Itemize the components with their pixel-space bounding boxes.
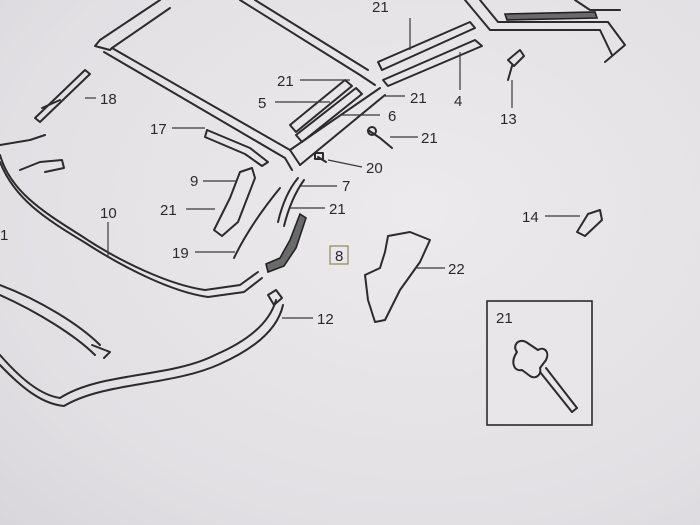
callout-18: 18 [100, 91, 117, 108]
top-right-trims [377, 0, 626, 87]
roof-frame [94, 0, 386, 171]
callout-8-box [329, 245, 349, 265]
inset-detail-21: 21 [486, 300, 593, 426]
callout-7: 7 [342, 178, 350, 195]
callout-14: 14 [522, 209, 539, 226]
callout-21-b: 21 [410, 90, 427, 107]
part-14 [576, 209, 603, 237]
callout-8: 8 [335, 248, 343, 265]
callout-17: 17 [150, 121, 167, 138]
callout-9: 9 [190, 173, 198, 190]
callout-21-top: 21 [372, 0, 389, 16]
part-9 [213, 167, 256, 237]
callout-19: 19 [172, 245, 189, 262]
callout-21-d: 21 [160, 202, 177, 219]
fastener-detail-icon [512, 340, 578, 413]
callout-5: 5 [258, 95, 266, 112]
leader-lines [85, 18, 580, 319]
center-strips [289, 79, 363, 143]
callout-6: 6 [388, 108, 396, 125]
part-22 [364, 231, 431, 323]
part-18 [34, 69, 91, 123]
part-13 [507, 49, 525, 81]
part-17 [204, 129, 269, 167]
callout-21-a: 21 [277, 73, 294, 90]
part-10-seal [0, 134, 263, 298]
inset-label: 21 [496, 310, 513, 327]
fasteners-20-21 [314, 126, 393, 163]
callout-1: 1 [0, 227, 8, 244]
callout-21-c: 21 [421, 130, 438, 147]
callout-21-e: 21 [329, 201, 346, 218]
callout-10: 10 [100, 205, 117, 222]
part-7-strips [233, 177, 305, 259]
callout-22: 22 [448, 261, 465, 278]
callout-12: 12 [317, 311, 334, 328]
part-8 [265, 212, 307, 274]
callout-13: 13 [500, 111, 517, 128]
callouts: 1 4 5 6 7 8 9 10 12 13 14 17 18 19 20 21… [0, 0, 539, 328]
callout-4: 4 [454, 93, 462, 110]
callout-20: 20 [366, 160, 383, 177]
part-12-seal [0, 284, 284, 407]
